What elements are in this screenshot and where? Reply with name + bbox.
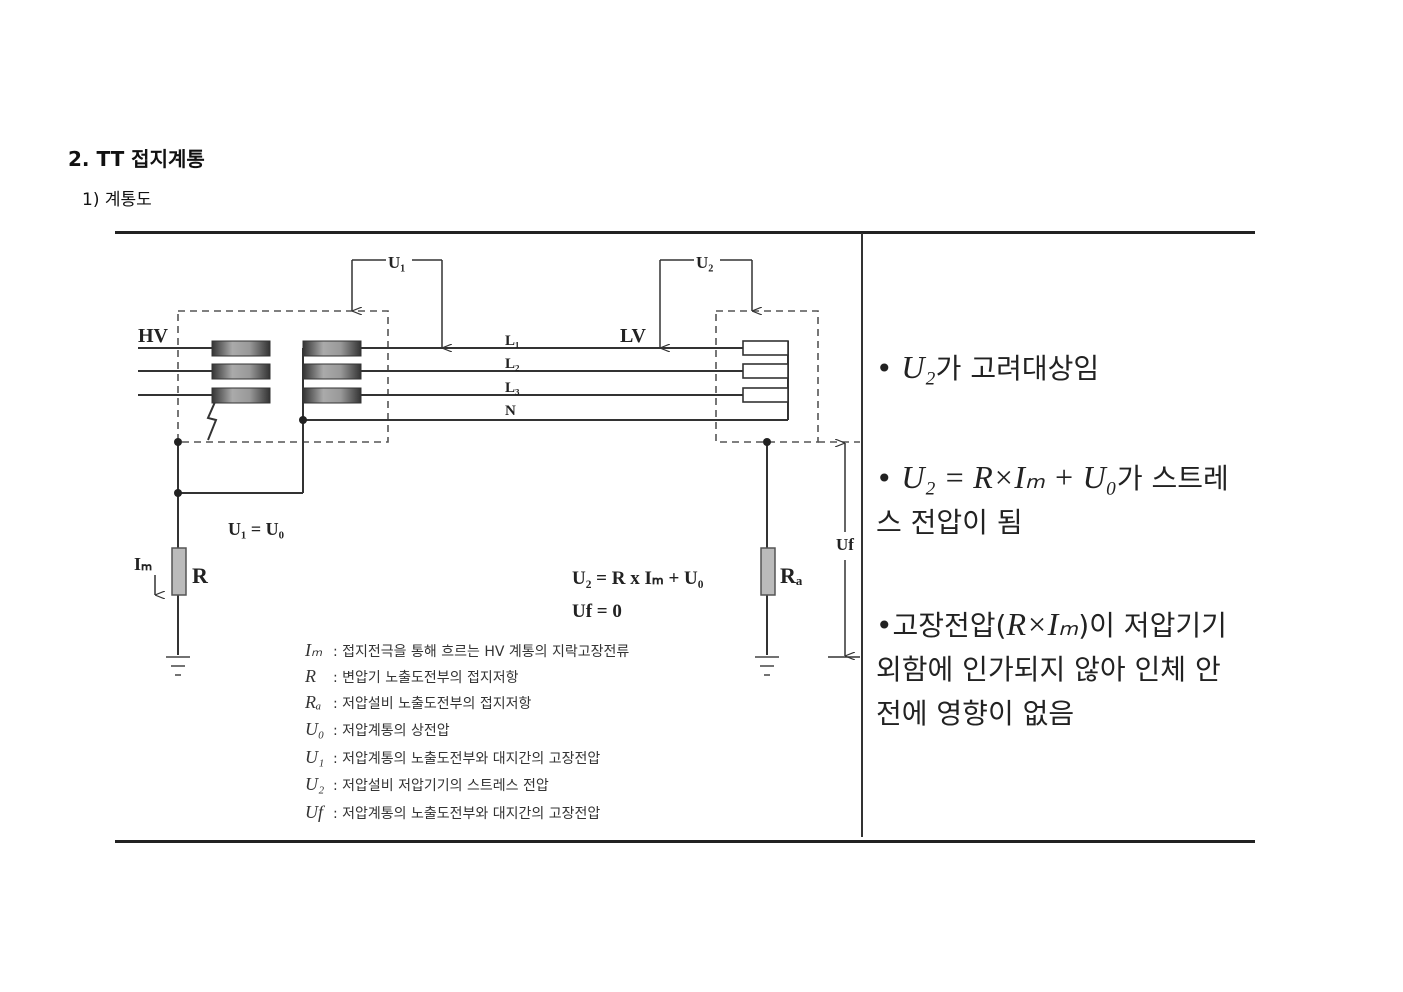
legend-item: U₂: 저압설비 저압기기의 스트레스 전압 bbox=[305, 774, 549, 794]
legend-item: Uf: 저압계통의 노출도전부와 대지간의 고장전압 bbox=[305, 802, 601, 822]
ra-label: Rₐ bbox=[780, 563, 803, 588]
legend-item: Rₐ: 저압설비 노출도전부의 접지저항 bbox=[305, 692, 532, 712]
legend-item: Iₘ: 접지전극을 통해 흐르는 HV 계통의 지락고장전류 bbox=[305, 640, 630, 660]
figure-table bbox=[115, 231, 1255, 843]
junction-dots bbox=[174, 416, 771, 497]
line-label-l3: L₃ bbox=[505, 380, 520, 396]
uf-label: Uf bbox=[836, 535, 854, 554]
resistor-r bbox=[171, 547, 187, 596]
legend-item: R: 변압기 노출도전부의 접지저항 bbox=[305, 666, 519, 686]
resistor-ra bbox=[760, 547, 776, 596]
eq-uf: Uf = 0 bbox=[572, 601, 622, 622]
subsection-title: 1) 계통도 bbox=[82, 190, 152, 210]
line-label-n: N bbox=[505, 403, 516, 419]
voltage-arrows bbox=[154, 259, 860, 657]
note-bullet-2: • U₂ = R×Iₘ + U₀가 스트레스 전압이 됨 bbox=[876, 459, 1229, 539]
section-title: 2. TT 접지계통 bbox=[68, 147, 205, 171]
legend-item: U₀: 저압계통의 상전압 bbox=[305, 719, 450, 739]
im-label: Iₘ bbox=[134, 554, 152, 574]
note-bullet-1: • U₂가 고려대상임 bbox=[876, 349, 1100, 385]
note-bullet-3: •고장전압(R×Iₘ)이 저압기기 외함에 인가되지 않아 인체 안전에 영향이… bbox=[876, 606, 1227, 730]
u1-label: U₁ bbox=[388, 253, 405, 272]
line-label-l1: L₁ bbox=[505, 333, 520, 349]
resistors bbox=[171, 547, 776, 596]
u2-label: U₂ bbox=[696, 253, 713, 272]
column-divider bbox=[861, 233, 863, 837]
lv-label: LV bbox=[620, 325, 647, 347]
r-label: R bbox=[192, 563, 209, 588]
dashed-enclosures bbox=[177, 310, 860, 443]
hv-label: HV bbox=[138, 325, 169, 347]
transformer-coils bbox=[211, 340, 362, 404]
loads bbox=[742, 340, 789, 403]
eq-u2: U₂ = R x Iₘ + U₀ bbox=[572, 568, 704, 589]
eq-u1-u0: U₁ = U₀ bbox=[228, 519, 284, 539]
ground-symbols bbox=[166, 656, 779, 676]
conductors bbox=[138, 341, 789, 655]
legend-item: U₁: 저압계통의 노출도전부와 대지간의 고장전압 bbox=[305, 747, 601, 767]
line-label-l2: L₂ bbox=[505, 356, 520, 372]
